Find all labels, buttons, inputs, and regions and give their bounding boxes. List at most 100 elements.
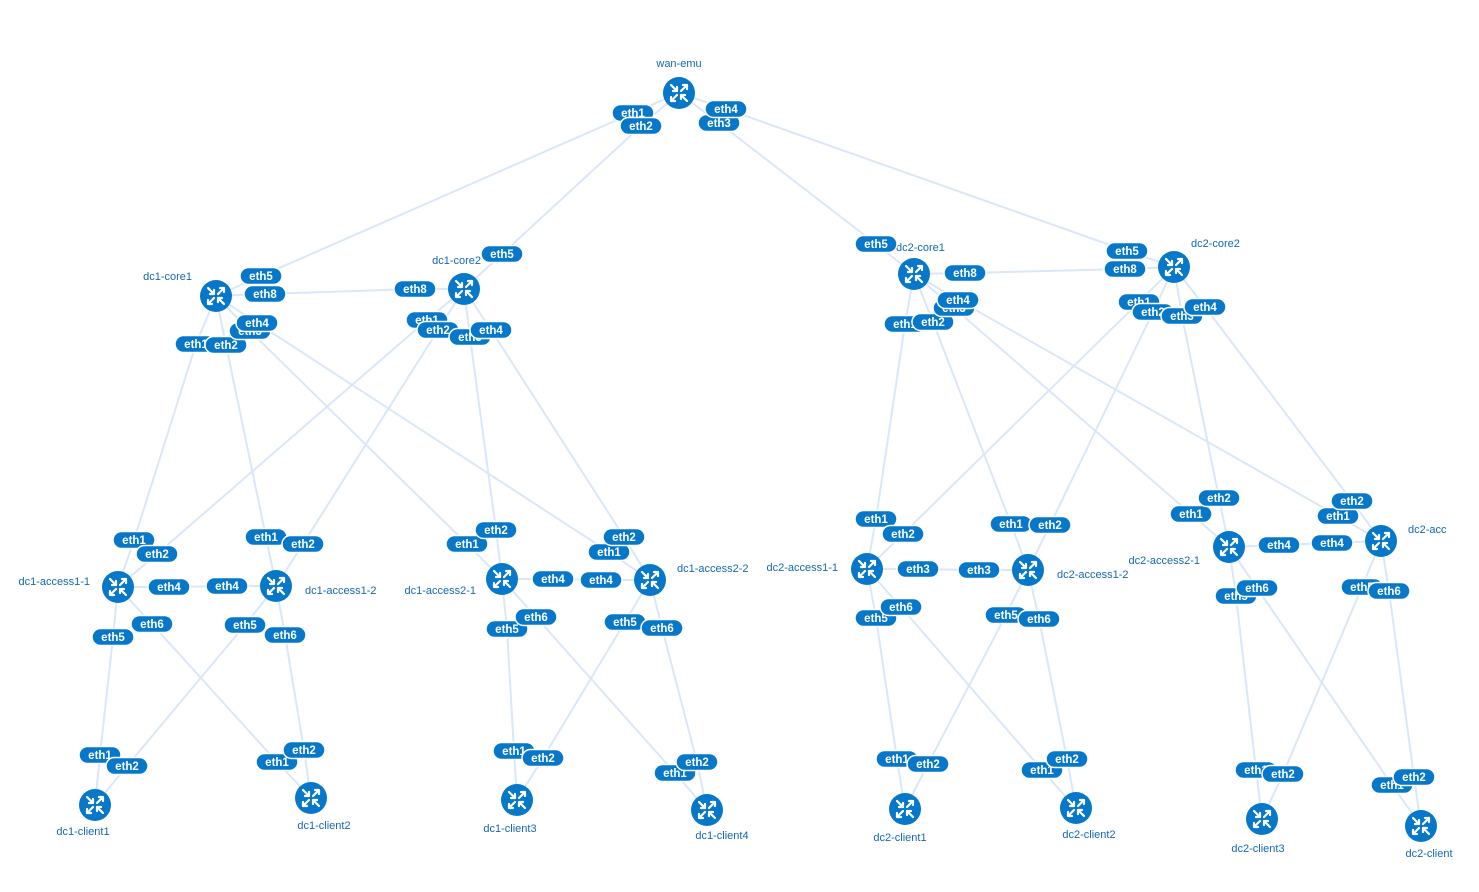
port-dc1-access1-2-eth6[interactable]: eth6 (263, 625, 307, 645)
port-dc1-access2-1-eth4[interactable]: eth4 (531, 569, 575, 589)
port-dc1-access2-1-eth1[interactable]: eth1 (445, 534, 489, 554)
link-dc1-core2-eth3-to-dc1-access2-1-eth2[interactable] (463, 288, 503, 580)
router-node-circle[interactable] (634, 564, 666, 596)
link-dc2-access1-1-eth6-to-dc2-client2-eth1[interactable] (866, 568, 1077, 809)
port-pill[interactable] (1235, 578, 1279, 598)
port-dc1-access1-2-eth1[interactable]: eth1 (244, 527, 288, 547)
router-node-circle[interactable] (1012, 554, 1044, 586)
router-node-circle[interactable] (898, 258, 930, 290)
port-dc2-core1-eth5[interactable]: eth5 (854, 234, 898, 254)
port-pill[interactable] (704, 99, 748, 119)
link-dc1-core1-eth2-to-dc1-access1-2-eth1[interactable] (215, 295, 277, 587)
link-dc1-access2-2-eth5-to-dc1-client3-eth2[interactable] (516, 579, 651, 801)
port-pill[interactable] (1330, 491, 1374, 511)
port-pill[interactable] (881, 524, 925, 544)
node-dc1-access1-1[interactable] (102, 571, 134, 603)
port-dc2-access2-1-eth6[interactable]: eth6 (1235, 578, 1279, 598)
port-pill[interactable] (1028, 515, 1072, 535)
port-dc1-access1-1-eth1[interactable]: eth1 (112, 530, 156, 550)
port-pill[interactable] (1310, 533, 1354, 553)
node-dc2-access2-2[interactable] (1365, 525, 1397, 557)
port-dc2-access1-2-eth1[interactable]: eth1 (989, 514, 1033, 534)
port-pill[interactable] (531, 569, 575, 589)
link-dc1-core1-eth4-to-dc1-access2-2-eth1[interactable] (215, 295, 651, 581)
link-dc2-core1-eth2-to-dc2-access1-2-eth1[interactable] (913, 273, 1029, 571)
router-node-circle[interactable] (691, 794, 723, 826)
link-dc2-core1-eth8-to-dc2-core2-eth8[interactable] (913, 266, 1175, 275)
node-dc1-core1[interactable] (200, 280, 232, 312)
router-node-circle[interactable] (79, 789, 111, 821)
link-dc1-access1-2-eth6-to-dc1-client2-eth2[interactable] (275, 585, 312, 799)
port-pill[interactable] (485, 619, 529, 639)
port-pill[interactable] (675, 752, 719, 772)
port-dc2-access1-1-eth6[interactable]: eth6 (879, 597, 923, 617)
link-wan-emu-eth2-to-dc1-core2-eth5[interactable] (463, 92, 680, 290)
port-dc2-client2-eth2[interactable]: eth2 (1045, 749, 1089, 769)
port-pill[interactable] (1261, 764, 1305, 784)
node-dc2-client3[interactable] (1246, 803, 1278, 835)
port-pill[interactable] (135, 544, 179, 564)
link-dc1-access1-1-eth5-to-dc1-client1-eth1[interactable] (94, 586, 119, 806)
link-dc2-access2-2-eth5-to-dc2-client3-eth2[interactable] (1261, 540, 1382, 820)
port-pill[interactable] (1367, 581, 1411, 601)
port-pill[interactable] (854, 234, 898, 254)
node-dc2-client1[interactable] (889, 793, 921, 825)
port-pill[interactable] (204, 335, 248, 355)
port-pill[interactable] (1183, 297, 1227, 317)
node-dc1-access2-1[interactable] (486, 563, 518, 595)
port-dc1-access2-2-eth5[interactable]: eth5 (603, 612, 647, 632)
port-dc1-access1-2-eth5[interactable]: eth5 (223, 615, 267, 635)
port-pill[interactable] (1017, 609, 1061, 629)
port-pill[interactable] (263, 625, 307, 645)
port-dc1-client1-eth2[interactable]: eth2 (105, 756, 149, 776)
router-node-circle[interactable] (1246, 803, 1278, 835)
port-dc1-client2-eth2[interactable]: eth2 (282, 740, 326, 760)
port-dc2-core1-eth2[interactable]: eth2 (911, 312, 955, 332)
port-pill[interactable] (469, 320, 513, 340)
node-dc1-client1[interactable] (79, 789, 111, 821)
port-dc1-access1-1-eth6[interactable]: eth6 (130, 614, 174, 634)
node-dc2-client4[interactable] (1405, 810, 1437, 842)
link-dc1-access2-1-eth5-to-dc1-client3-eth1[interactable] (501, 578, 518, 801)
port-pill[interactable] (896, 559, 940, 579)
router-node-circle[interactable] (1365, 525, 1397, 557)
router-node-circle[interactable] (1060, 792, 1092, 824)
port-pill[interactable] (602, 527, 646, 547)
port-pill[interactable] (879, 597, 923, 617)
node-dc2-core1[interactable] (898, 258, 930, 290)
port-dc2-access2-2-eth6[interactable]: eth6 (1367, 581, 1411, 601)
port-pill[interactable] (911, 312, 955, 332)
link-dc2-access2-1-eth5-to-dc2-client3-eth1[interactable] (1228, 546, 1263, 820)
port-pill[interactable] (957, 560, 1001, 580)
port-dc1-access2-2-eth4[interactable]: eth4 (579, 570, 623, 590)
link-dc1-core1-eth8-to-dc1-core2-eth8[interactable] (215, 288, 464, 297)
port-pill[interactable] (282, 740, 326, 760)
port-pill[interactable] (619, 116, 663, 136)
port-pill[interactable] (1103, 259, 1147, 279)
port-pill[interactable] (1197, 488, 1241, 508)
link-dc1-access2-2-eth6-to-dc1-client4-eth2[interactable] (649, 579, 708, 811)
port-pill[interactable] (105, 756, 149, 776)
router-node-circle[interactable] (486, 563, 518, 595)
router-node-circle[interactable] (200, 280, 232, 312)
port-dc2-access1-2-eth2[interactable]: eth2 (1028, 515, 1072, 535)
port-pill[interactable] (906, 754, 950, 774)
node-dc1-access2-2[interactable] (634, 564, 666, 596)
link-wan-emu-eth3-to-dc2-core1-eth5[interactable] (678, 92, 915, 275)
router-node-circle[interactable] (260, 570, 292, 602)
port-dc2-access2-1-eth1[interactable]: eth1 (1169, 504, 1213, 524)
port-dc1-access2-2-eth1[interactable]: eth1 (587, 542, 631, 562)
port-dc1-access1-1-eth4[interactable]: eth4 (147, 577, 191, 597)
port-pill[interactable] (112, 530, 156, 550)
link-dc2-access1-2-eth5-to-dc2-client1-eth2[interactable] (904, 569, 1029, 810)
port-pill[interactable] (223, 615, 267, 635)
port-dc1-core2-eth2[interactable]: eth2 (416, 320, 460, 340)
port-dc1-access1-1-eth5[interactable]: eth5 (91, 627, 135, 647)
node-dc2-access1-2[interactable] (1012, 554, 1044, 586)
port-dc2-client1-eth2[interactable]: eth2 (906, 754, 950, 774)
port-pill[interactable] (579, 570, 623, 590)
port-dc2-client3-eth2[interactable]: eth2 (1261, 764, 1305, 784)
router-node-circle[interactable] (102, 571, 134, 603)
port-dc1-client4-eth2[interactable]: eth2 (675, 752, 719, 772)
router-node-circle[interactable] (1405, 810, 1437, 842)
